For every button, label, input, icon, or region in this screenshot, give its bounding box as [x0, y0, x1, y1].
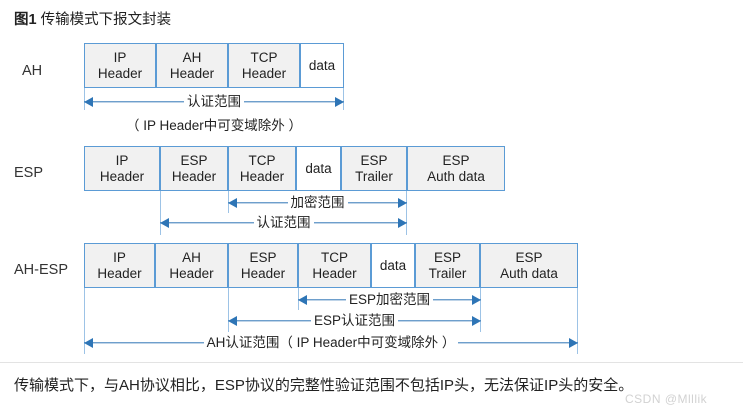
- packet-box-esp-header: ESP Header: [160, 146, 228, 191]
- measure-label: 认证范围: [253, 216, 314, 230]
- packet-box-ah-header: AH Header: [156, 43, 228, 88]
- packet-box-ip-header: IP Header: [84, 243, 155, 288]
- note-ah-mutable-fields: （ IP Header中可变域除外 ）: [125, 118, 303, 133]
- arrow-right-icon: [472, 316, 481, 326]
- figure-caption: 图1 传输模式下报文封装: [14, 8, 171, 29]
- figure-caption-text: 传输模式下报文封装: [40, 12, 172, 28]
- row-label-ah-esp: AH-ESP: [14, 262, 68, 278]
- packet-box-esp-header: ESP Header: [228, 243, 298, 288]
- packet-box-tcp-header: TCP Header: [228, 146, 296, 191]
- row-label-ah: AH: [22, 63, 43, 79]
- packet-box-ip-header: IP Header: [84, 43, 156, 88]
- measure-ahesp-esp-encryption-scope: ESP加密范围: [298, 291, 481, 309]
- measure-label: ESP加密范围: [345, 293, 433, 307]
- arrow-left-icon: [84, 338, 93, 348]
- arrow-left-icon: [228, 316, 237, 326]
- measure-label: 加密范围: [287, 196, 348, 210]
- arrow-right-icon: [398, 198, 407, 208]
- arrow-left-icon: [298, 295, 307, 305]
- measure-label: 认证范围: [184, 95, 244, 109]
- packet-box-data: data: [296, 146, 341, 191]
- arrow-left-icon: [84, 97, 93, 107]
- figure-number: 图1: [14, 12, 37, 28]
- packet-box-esp-trailer: ESP Trailer: [341, 146, 407, 191]
- arrow-right-icon: [472, 295, 481, 305]
- footer-paragraph: 传输模式下，与AH协议相比，ESP协议的完整性验证范围不包括IP头，无法保证IP…: [14, 377, 634, 394]
- arrow-left-icon: [228, 198, 237, 208]
- tick-ahesp-esp-auth-left: [228, 288, 230, 332]
- measure-esp-auth-scope: 认证范围: [160, 214, 407, 232]
- arrow-right-icon: [398, 218, 407, 228]
- packet-box-esp-auth-data: ESP Auth data: [407, 146, 505, 191]
- watermark: CSDN @Mlllik: [625, 392, 708, 406]
- measure-ahesp-esp-auth-scope: ESP认证范围: [228, 312, 481, 330]
- packet-box-esp-auth-data: ESP Auth data: [480, 243, 578, 288]
- tick-esp-right: [406, 191, 408, 235]
- packet-box-data: data: [300, 43, 344, 88]
- tick-ahesp-ah-right: [577, 288, 579, 354]
- arrow-right-icon: [335, 97, 344, 107]
- packet-box-tcp-header: TCP Header: [298, 243, 371, 288]
- packet-box-ip-header: IP Header: [84, 146, 160, 191]
- arrow-right-icon: [569, 338, 578, 348]
- tick-esp-auth-left: [160, 191, 162, 235]
- measure-ahesp-ah-auth-scope: AH认证范围（ IP Header中可变域除外 ）: [84, 334, 578, 352]
- packet-box-tcp-header: TCP Header: [228, 43, 300, 88]
- tick-ahesp-ah-left: [84, 288, 86, 354]
- measure-esp-encryption-scope: 加密范围: [228, 194, 407, 212]
- packet-box-esp-trailer: ESP Trailer: [415, 243, 480, 288]
- row-label-esp: ESP: [14, 165, 44, 181]
- measure-label: AH认证范围（ IP Header中可变域除外 ）: [203, 336, 459, 350]
- packet-box-ah-header: AH Header: [155, 243, 228, 288]
- footer-divider: [0, 362, 743, 363]
- measure-label: ESP认证范围: [310, 314, 398, 328]
- measure-ah-auth-scope: 认证范围: [84, 93, 344, 111]
- tick-ahesp-esp-right: [480, 288, 482, 332]
- packet-box-data: data: [371, 243, 415, 288]
- arrow-left-icon: [160, 218, 169, 228]
